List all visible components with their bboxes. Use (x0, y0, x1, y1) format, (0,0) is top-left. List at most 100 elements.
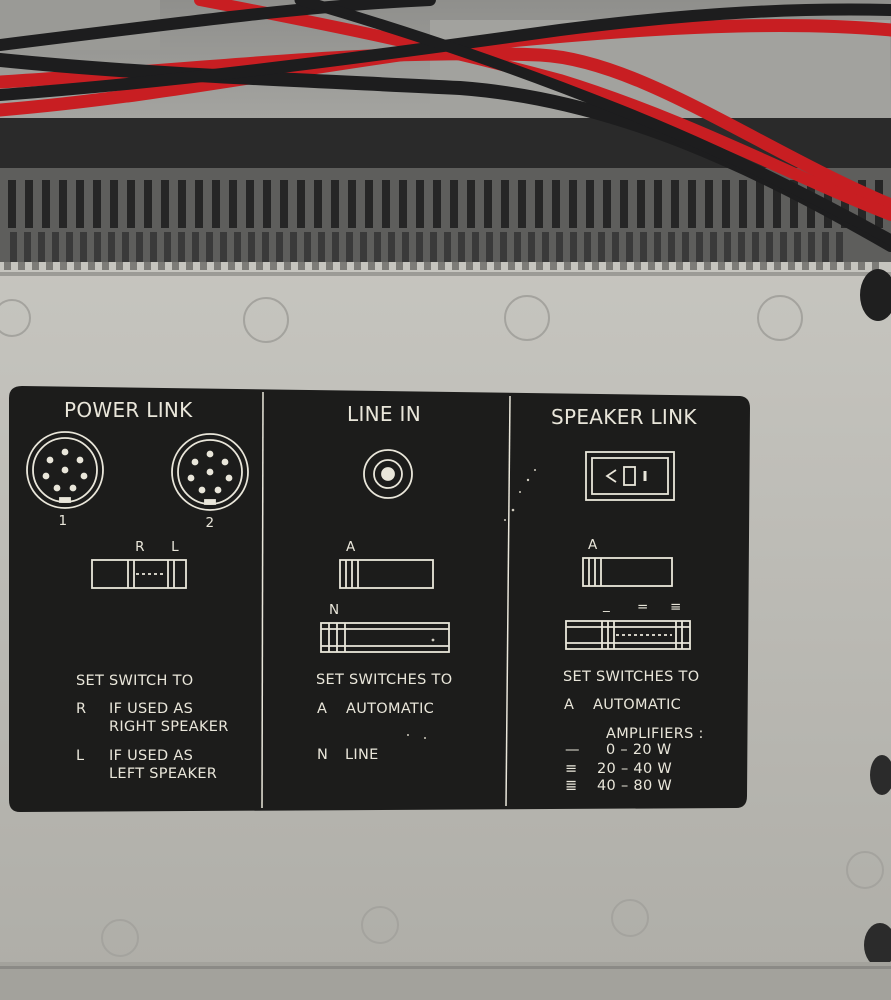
speaker-cables (0, 0, 891, 252)
vent-slot (200, 262, 207, 270)
vent-slot (773, 180, 781, 228)
vent-slot (662, 262, 669, 270)
option-automatic: AUTOMATIC (346, 701, 435, 717)
vent-slot (668, 232, 675, 268)
rca-jack-icon (363, 449, 413, 499)
vent-slot (52, 232, 59, 268)
screw-bosses (0, 295, 884, 957)
vent-slot (746, 262, 753, 270)
vent-slot (332, 232, 339, 268)
switch-label-l: L (171, 539, 179, 555)
vent-slot (438, 262, 445, 270)
socket-label-1: 1 (58, 513, 68, 529)
vent-slot (433, 180, 441, 228)
vent-slot (150, 232, 157, 268)
amp-mark-3: ≣ (565, 778, 578, 794)
column-divider-2 (505, 395, 511, 807)
socket-label-2: 2 (205, 515, 215, 531)
amp-range-3: 40 – 80 W (597, 778, 673, 794)
vent-slot (10, 232, 17, 268)
vent-slot (93, 180, 101, 228)
vent-slot (424, 262, 431, 270)
vent-slot (654, 180, 662, 228)
line-in-instruction: SET SWITCHES TO (316, 672, 453, 688)
vent-slot (8, 180, 16, 228)
vent-slot (766, 232, 773, 268)
vent-slot (732, 262, 739, 270)
vent-slot (494, 262, 501, 270)
option-line: LINE (345, 747, 379, 763)
vent-slot (450, 180, 458, 228)
vent-slot (480, 262, 487, 270)
vent-slot (542, 232, 549, 268)
option-key-a: A (317, 701, 328, 717)
vent-slot (110, 180, 118, 228)
level-mark-1: _ (603, 597, 611, 613)
vent-slots-bottom (10, 232, 843, 268)
vent-slot (60, 262, 67, 270)
rail-edge (0, 966, 891, 969)
vent-slot (603, 180, 611, 228)
vent-slot (74, 262, 81, 270)
amp-range-1: 0 – 20 W (606, 742, 672, 758)
vent-slot (280, 180, 288, 228)
vent-slot (724, 232, 731, 268)
vent-slot (528, 232, 535, 268)
vent-slot (467, 180, 475, 228)
vent-slot (228, 262, 235, 270)
vent-slot (382, 180, 390, 228)
vent-slot (354, 262, 361, 270)
vent-slot (472, 232, 479, 268)
switch-label-n: N (329, 602, 340, 618)
vent-teeth (4, 262, 879, 270)
vent-slot (158, 262, 165, 270)
vent-slot (552, 180, 560, 228)
label-plate (9, 386, 750, 812)
vent-slot (500, 232, 507, 268)
vent-slot (688, 180, 696, 228)
vent-slot (59, 180, 67, 228)
vent-slot (304, 232, 311, 268)
vent-slot (195, 180, 203, 228)
vent-slot (416, 232, 423, 268)
vent-slot (780, 232, 787, 268)
vent-slot (844, 262, 851, 270)
option-key-r: R (76, 701, 87, 717)
vent-slot (830, 262, 837, 270)
vent-slot (522, 262, 529, 270)
speaker-switch-label-a: A (588, 537, 598, 553)
vent-slot (212, 180, 220, 228)
vent-slot (790, 180, 798, 228)
vent-slot (410, 262, 417, 270)
vent-slot (256, 262, 263, 270)
vent-slot (116, 262, 123, 270)
vent-slot (822, 232, 829, 268)
vent-slot (564, 262, 571, 270)
vent-slot (360, 232, 367, 268)
vent-slot (76, 180, 84, 228)
vent-slot (42, 180, 50, 228)
speaker-link-connector-icon (585, 451, 675, 501)
dust-specks (407, 469, 536, 739)
vent-slot (836, 232, 843, 268)
vent-slot (18, 262, 25, 270)
vent-slot (788, 262, 795, 270)
vent-slot (136, 232, 143, 268)
vent-slots-top (8, 180, 883, 228)
vent-slot (774, 262, 781, 270)
vent-slot (756, 180, 764, 228)
vent-slot (634, 262, 641, 270)
vent-slot (206, 232, 213, 268)
speaker-link-switch-a-icon (582, 557, 673, 587)
mounting-hole-middle (870, 755, 891, 795)
vent-slot (144, 262, 151, 270)
vent-slot (220, 232, 227, 268)
vent-slot (263, 180, 271, 228)
vent-slot (172, 262, 179, 270)
vent-slot (102, 262, 109, 270)
vent-slot (710, 232, 717, 268)
vent-slot (626, 232, 633, 268)
vent-slot (24, 232, 31, 268)
vent-slot (841, 180, 849, 228)
vent-slot (606, 262, 613, 270)
